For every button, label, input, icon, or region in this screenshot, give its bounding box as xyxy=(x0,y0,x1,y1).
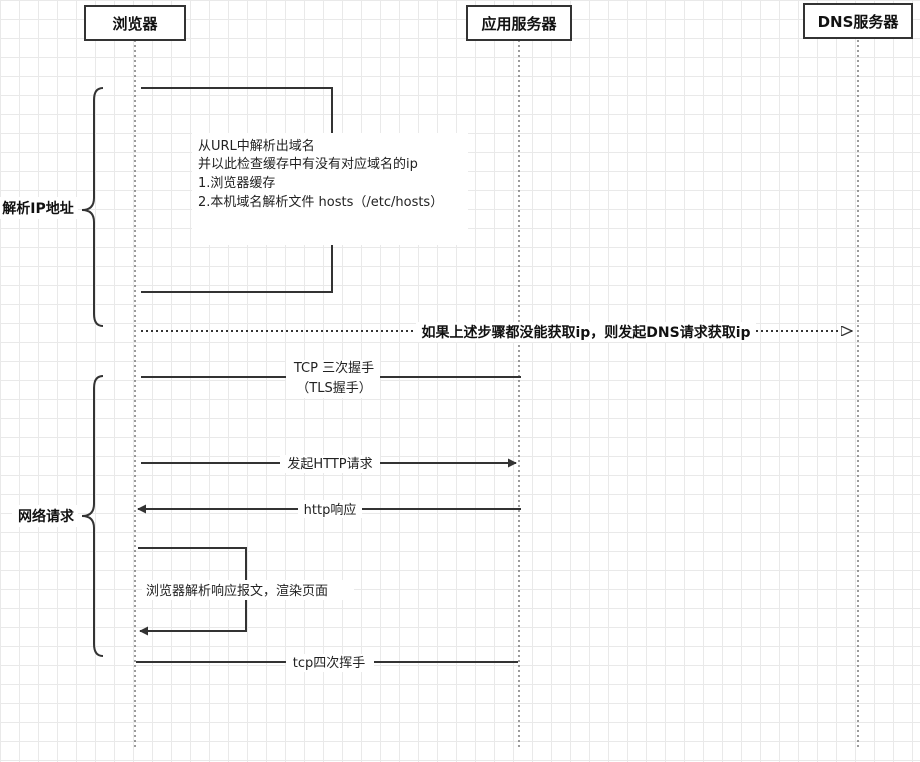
note-line-4: 2.本机域名解析文件 hosts（/etc/hosts） xyxy=(198,194,443,210)
actor-dns-server: DNS服务器 xyxy=(803,3,913,39)
actor-dns-server-label: DNS服务器 xyxy=(818,13,900,31)
actor-app-server-label: 应用服务器 xyxy=(481,15,557,33)
http-response-label: http响应 xyxy=(304,502,357,518)
render-label: 浏览器解析响应报文，渲染页面 xyxy=(146,583,328,599)
http-request-label: 发起HTTP请求 xyxy=(287,456,372,472)
tls-handshake-label: （TLS握手） xyxy=(296,381,371,396)
actor-browser-label: 浏览器 xyxy=(112,15,158,33)
actor-browser: 浏览器 xyxy=(84,5,186,41)
actor-app-server: 应用服务器 xyxy=(466,5,572,41)
tcp-handshake-label: TCP 三次握手 xyxy=(293,360,374,376)
group-brace-network-request xyxy=(81,375,104,657)
note-box xyxy=(192,133,468,245)
note-line-2: 并以此检查缓存中有没有对应域名的ip xyxy=(198,156,418,172)
tcp-close-label: tcp四次挥手 xyxy=(293,655,366,671)
group-label-resolve-ip: 解析IP地址 xyxy=(2,200,73,217)
group-label-network-request: 网络请求 xyxy=(18,508,75,525)
note-line-1: 从URL中解析出域名 xyxy=(198,138,315,154)
group-brace-resolve-ip xyxy=(81,87,104,327)
note-line-3: 1.浏览器缓存 xyxy=(198,175,275,191)
dns-request-label: 如果上述步骤都没能获取ip，则发起DNS请求获取ip xyxy=(421,324,750,341)
